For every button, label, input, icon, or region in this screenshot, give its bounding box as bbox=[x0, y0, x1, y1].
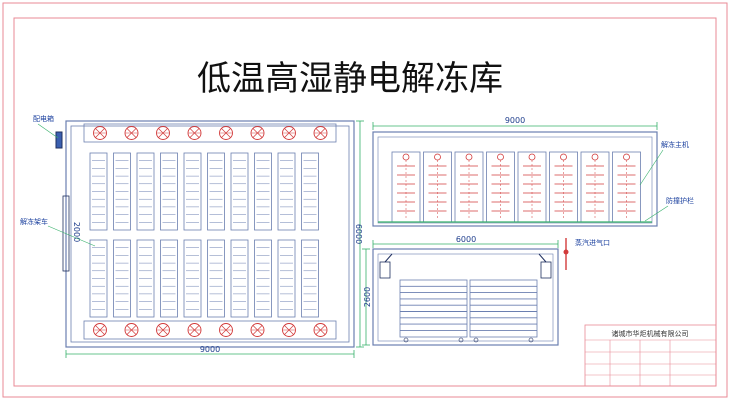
elev-room-inner bbox=[377, 136, 653, 224]
plan-fan-row-top bbox=[83, 123, 337, 143]
label-guard-rail: 防撞护栏 bbox=[666, 196, 694, 205]
thaw-cart bbox=[183, 152, 202, 231]
thaw-cart bbox=[301, 152, 319, 231]
thaw-cart bbox=[136, 152, 155, 231]
title-block: 诸城市华炬机械有限公司 bbox=[584, 324, 717, 387]
inner-frame bbox=[13, 17, 717, 387]
thaw-cart bbox=[277, 152, 296, 231]
fan-icon bbox=[313, 323, 328, 337]
fan-icon bbox=[93, 323, 107, 337]
fan-icon bbox=[187, 126, 202, 140]
plan-fan-row-bottom bbox=[83, 320, 337, 340]
leader-thaw-host bbox=[639, 149, 664, 186]
thaw-host-unit bbox=[454, 151, 484, 223]
side-rack bbox=[399, 279, 468, 343]
label-thaw-cart: 解冻架车 bbox=[20, 217, 48, 226]
thaw-cart bbox=[230, 239, 249, 318]
thaw-host-unit bbox=[612, 151, 641, 223]
thaw-host-unit bbox=[517, 151, 547, 223]
thaw-cart bbox=[183, 239, 202, 318]
thaw-cart bbox=[301, 239, 319, 318]
fan-mount bbox=[538, 253, 547, 263]
side-room-outer bbox=[372, 248, 559, 346]
fan-icon bbox=[219, 126, 233, 140]
fan-unit-housing bbox=[83, 123, 337, 143]
label-steam-inlet: 蒸汽进气口 bbox=[575, 238, 610, 247]
plan-room-outer bbox=[65, 120, 355, 348]
side-room-inner bbox=[377, 253, 554, 342]
fan-icon bbox=[93, 126, 107, 140]
label-power-box: 配电箱 bbox=[33, 114, 54, 123]
thaw-cart bbox=[160, 239, 178, 318]
thaw-cart bbox=[230, 152, 249, 231]
elev-room-outer bbox=[372, 131, 658, 227]
fan-icon bbox=[187, 323, 202, 337]
fan-housing bbox=[540, 261, 552, 279]
label-thaw-host: 解冻主机 bbox=[661, 140, 689, 149]
leader-guard-rail bbox=[644, 205, 669, 222]
plan-door bbox=[62, 195, 70, 272]
thaw-host-unit bbox=[549, 151, 578, 223]
fan-unit-housing bbox=[83, 320, 337, 340]
thaw-host-unit bbox=[391, 151, 421, 223]
side-rack bbox=[469, 279, 538, 343]
leader-power-box bbox=[37, 123, 59, 139]
plan-dim-width: 9000 bbox=[200, 345, 220, 354]
plan-rack-row-bottom bbox=[89, 239, 319, 318]
thaw-cart bbox=[207, 152, 225, 231]
side-fan-right bbox=[538, 253, 552, 279]
side-dim-height: 2600 bbox=[363, 287, 372, 307]
steam-inlet-icon bbox=[563, 249, 569, 255]
company-name: 诸城市华炬机械有限公司 bbox=[612, 329, 689, 338]
fan-icon bbox=[156, 323, 170, 337]
thaw-host-unit bbox=[486, 151, 515, 223]
fan-icon bbox=[250, 323, 265, 337]
side-dim-width: 6000 bbox=[456, 235, 476, 244]
power-box-icon bbox=[55, 131, 63, 149]
leader-thaw-cart bbox=[47, 225, 96, 247]
thaw-cart bbox=[113, 152, 131, 231]
plan-view: 9000 6000 2000 配电箱 解冻架车 bbox=[20, 114, 364, 358]
thaw-cart bbox=[136, 239, 155, 318]
fan-mount bbox=[384, 253, 393, 263]
fan-icon bbox=[313, 126, 328, 140]
fan-icon bbox=[219, 323, 233, 337]
thaw-cart bbox=[277, 239, 296, 318]
plan-room-inner bbox=[70, 125, 350, 343]
thaw-host-unit bbox=[580, 151, 610, 223]
fan-icon bbox=[282, 126, 296, 140]
elev-dim-width: 9000 bbox=[505, 116, 525, 125]
title-block-frame bbox=[584, 324, 717, 387]
fan-icon bbox=[250, 126, 265, 140]
drawing-title: 低温高湿静电解冻库 bbox=[197, 59, 503, 99]
thaw-cart bbox=[89, 239, 108, 318]
fan-icon bbox=[156, 126, 170, 140]
fan-icon bbox=[124, 126, 139, 140]
side-rack-group bbox=[399, 279, 538, 343]
fan-icon bbox=[282, 323, 296, 337]
fan-icon bbox=[124, 323, 139, 337]
thaw-cart bbox=[207, 239, 225, 318]
thaw-host-unit bbox=[423, 151, 452, 223]
fan-housing bbox=[379, 261, 391, 279]
thaw-cart bbox=[89, 152, 108, 231]
plan-rack-row-top bbox=[89, 152, 319, 231]
front-elevation: 9000 解冻主机 防撞护栏 bbox=[372, 116, 694, 227]
plan-dim-depth: 6000 bbox=[354, 224, 363, 244]
side-fan-left bbox=[379, 253, 393, 279]
thaw-cart bbox=[254, 152, 272, 231]
side-elevation: 6000 2600 蒸汽进气口 bbox=[362, 235, 610, 346]
thaw-cart bbox=[254, 239, 272, 318]
thaw-cart bbox=[160, 152, 178, 231]
thaw-cart bbox=[113, 239, 131, 318]
plan-dim-cart-zone: 2000 bbox=[72, 222, 81, 242]
elev-unit-row bbox=[391, 151, 641, 223]
